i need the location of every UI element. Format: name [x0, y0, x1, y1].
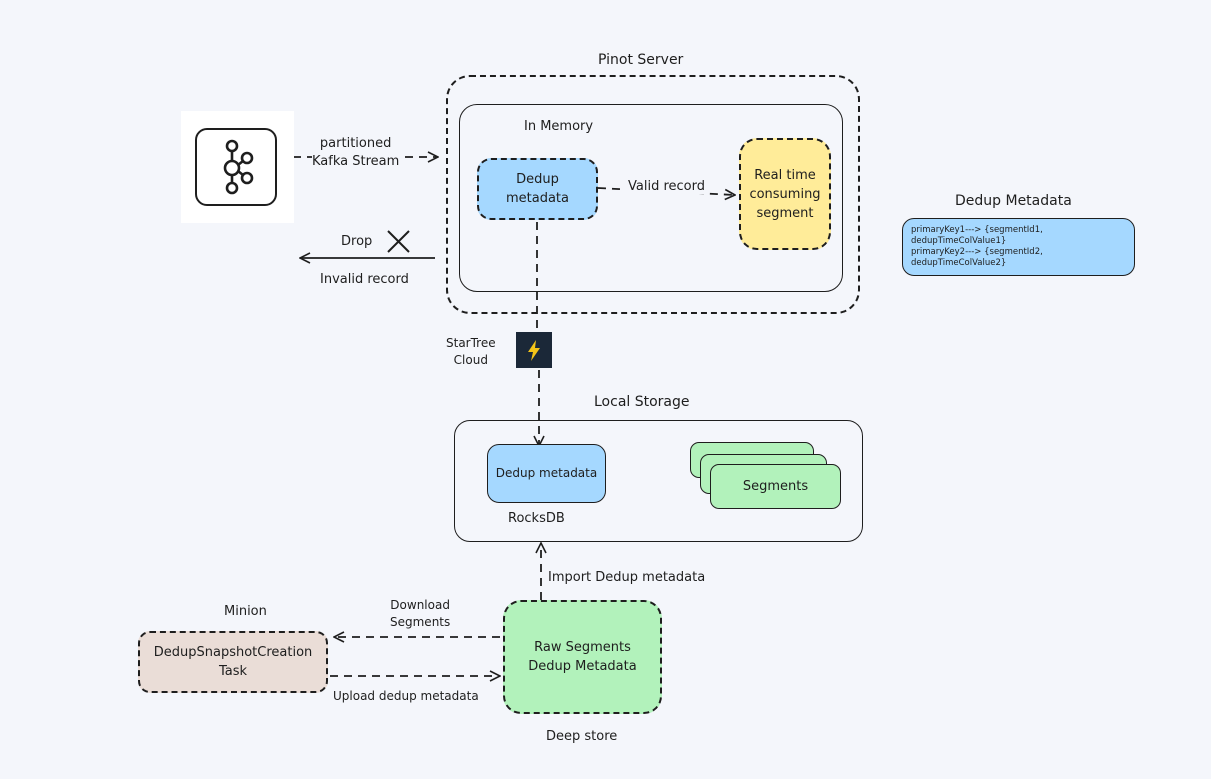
- pinot-server-title: Pinot Server: [598, 52, 684, 68]
- local-storage-title: Local Storage: [594, 394, 690, 410]
- kafka-logo-tile: [181, 111, 294, 223]
- kafka-icon: [223, 139, 254, 195]
- upload-dedup-label: Upload dedup metadata: [333, 689, 479, 703]
- local-storage-container: [454, 420, 863, 542]
- deep-store-box: Raw Segments Dedup Metadata: [503, 600, 662, 714]
- segments-box: Segments: [710, 464, 841, 509]
- realtime-consuming-segment: Real time consuming segment: [739, 138, 831, 250]
- download-segments-label: Download Segments: [390, 598, 451, 629]
- in-memory-container: [459, 104, 843, 292]
- in-memory-title: In Memory: [524, 119, 594, 134]
- kafka-logo-frame: [195, 128, 277, 206]
- dedup-snapshot-task: DedupSnapshotCreation Task: [138, 631, 328, 693]
- dedup-metadata-rocksdb: Dedup metadata: [487, 444, 606, 503]
- import-dedup-label: Import Dedup metadata: [548, 570, 706, 585]
- dedup-metadata-memory: Dedup metadata: [477, 158, 598, 220]
- drop-x-icon: [387, 230, 410, 253]
- dedup-metadata-line-2: primaryKey2---> {segmentId2, dedupTimeCo…: [911, 247, 1043, 268]
- dedup-metadata-panel-title: Dedup Metadata: [955, 193, 1072, 209]
- dedup-metadata-line-1: primaryKey1---> {segmentId1, dedupTimeCo…: [911, 225, 1043, 246]
- bolt-icon: [528, 340, 540, 361]
- startree-cloud-label: StarTree Cloud: [446, 336, 496, 367]
- pinot-server-container: [446, 75, 860, 314]
- drop-label: Drop: [341, 234, 373, 249]
- deep-store-title: Deep store: [546, 729, 618, 744]
- dedup-metadata-panel: primaryKey1---> {segmentId1, dedupTimeCo…: [902, 218, 1135, 276]
- rocksdb-label: RocksDB: [508, 511, 565, 526]
- arrow-valid-record: [597, 187, 735, 195]
- startree-badge: [516, 332, 552, 368]
- kafka-stream-label: partitioned Kafka Stream: [312, 135, 400, 171]
- minion-title: Minion: [224, 604, 267, 619]
- valid-record-label: Valid record: [625, 179, 708, 194]
- invalid-record-label: Invalid record: [320, 272, 409, 287]
